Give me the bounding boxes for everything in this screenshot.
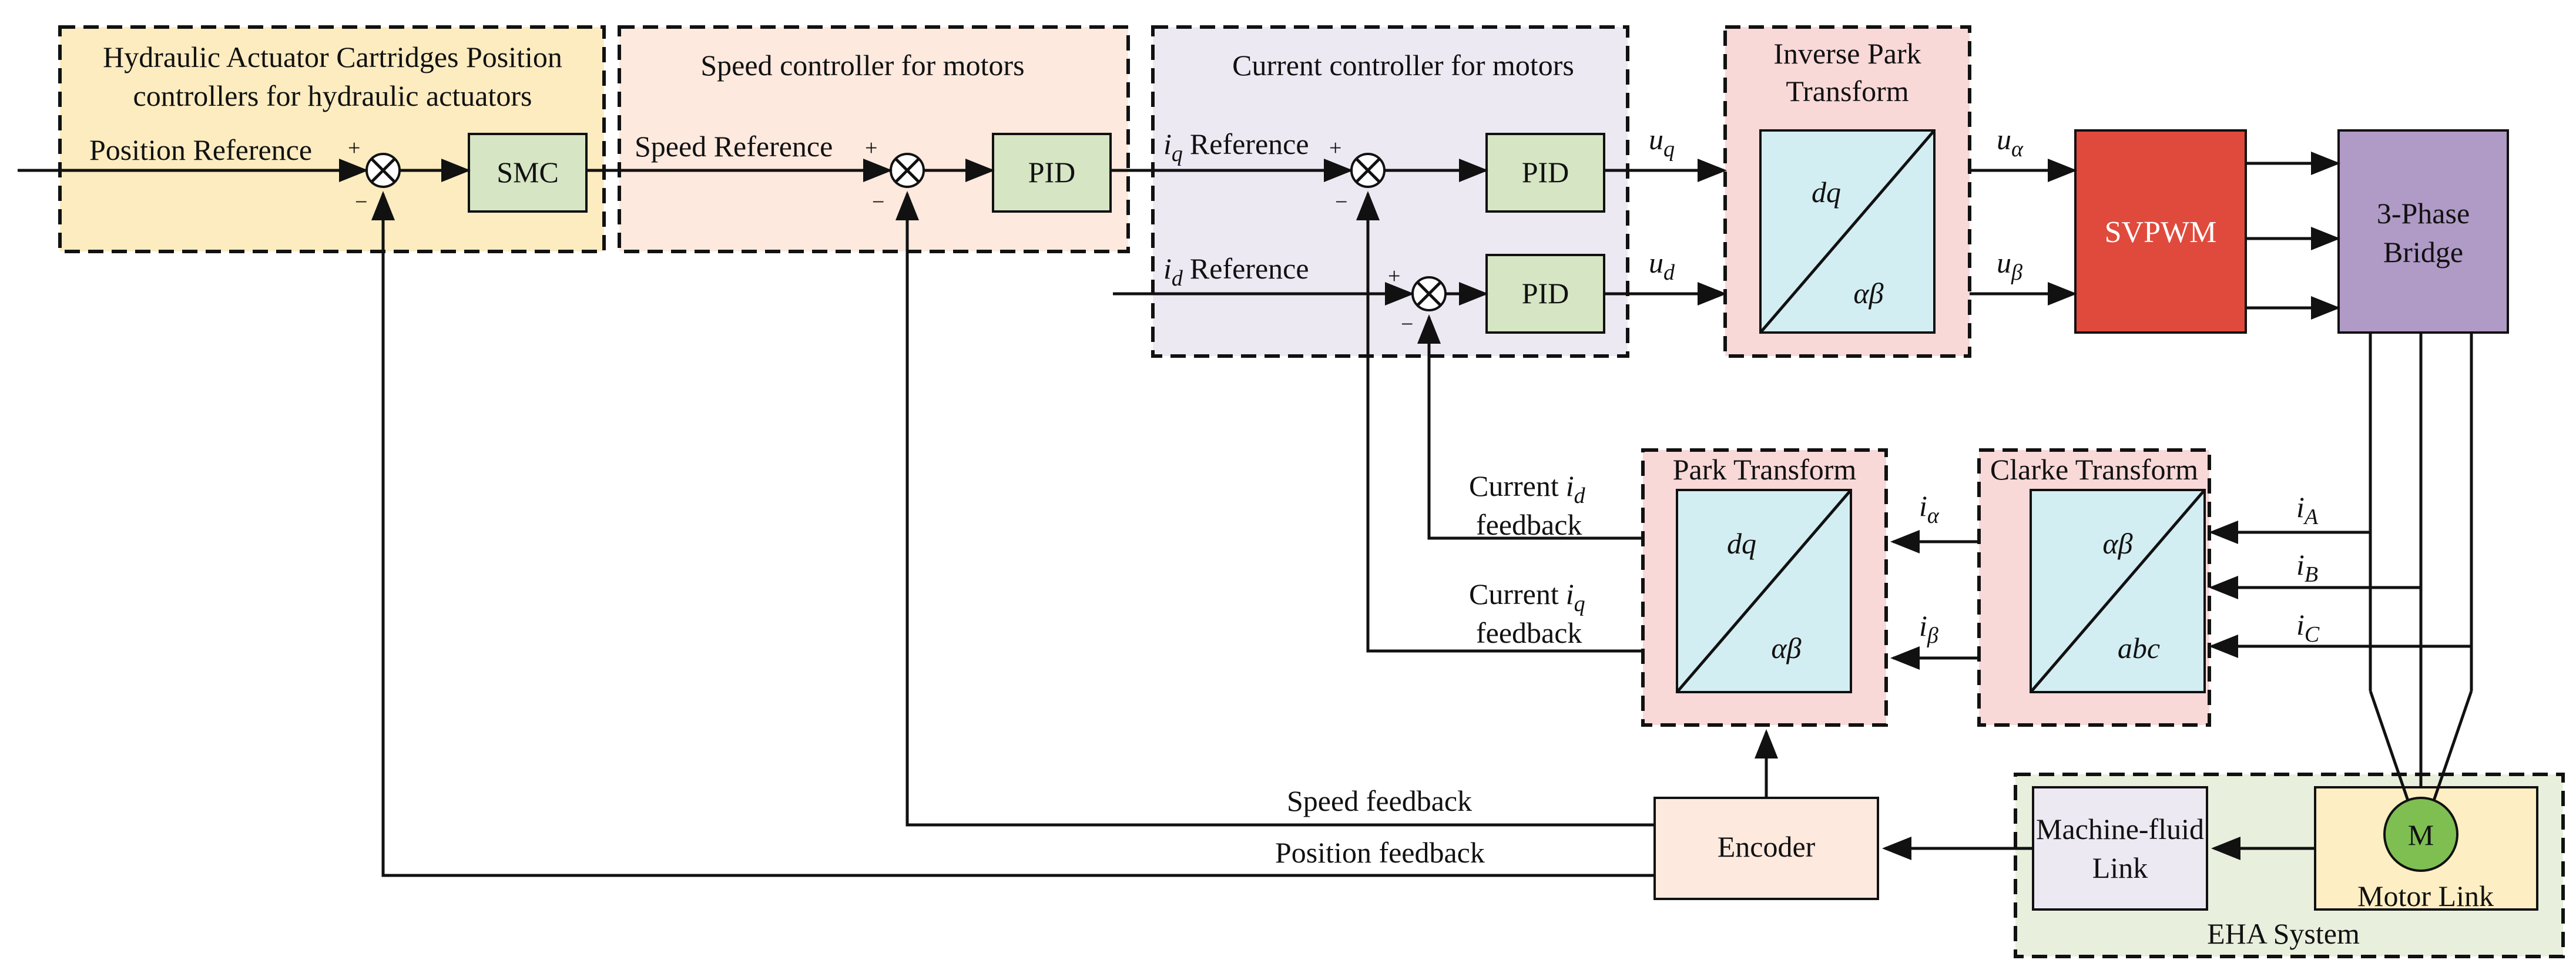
smc-label: SMC	[497, 156, 559, 189]
speed-feedback-line	[895, 191, 1655, 827]
eha-system-title: EHA System	[2207, 917, 2360, 950]
pid-iq-label: PID	[1522, 156, 1569, 189]
sum-junction-id	[1411, 276, 1447, 311]
ibeta-label: iβ	[1919, 609, 1938, 648]
ud-label: ud	[1649, 246, 1675, 285]
sum-junction-speed	[890, 153, 925, 188]
inverse-park-diagonal	[1759, 129, 1936, 334]
position-controller-title-line1: Hydraulic Actuator Cartridges Position	[103, 41, 562, 73]
ialpha-label: iα	[1919, 489, 1940, 528]
mf-link-label-line2: Link	[2092, 851, 2148, 884]
sum-iq-plus: +	[1329, 136, 1341, 160]
inverse-park-title-line1: Inverse Park	[1773, 37, 1921, 70]
uq-label: uq	[1649, 123, 1675, 162]
bridge-label-line1: 3-Phase	[2377, 197, 2470, 230]
id-feedback-line	[1417, 314, 1643, 540]
position-feedback-label: Position feedback	[1275, 836, 1485, 869]
sum-id-minus: −	[1401, 312, 1413, 337]
sum-speed-plus: +	[865, 136, 877, 160]
speed-ref-label: Speed Reference	[635, 130, 833, 163]
iB-label: iB	[2296, 548, 2318, 587]
current-controller-title: Current controller for motors	[1232, 49, 1574, 82]
inverse-park-alphabeta: αβ	[1853, 277, 1883, 310]
ualpha-label: uα	[1997, 123, 2024, 162]
sum-junction-position	[365, 153, 401, 188]
position-feedback-line	[371, 191, 1655, 877]
phase-line-a-to-motor	[2369, 690, 2413, 811]
iC-label: iC	[2296, 608, 2320, 647]
inverse-park-dq: dq	[1812, 176, 1841, 209]
pid-iq-block	[1485, 133, 1605, 213]
bridge-label-line2: Bridge	[2383, 236, 2463, 269]
sum-id-plus: +	[1388, 264, 1400, 288]
pid-speed-label: PID	[1028, 156, 1076, 189]
phase-line-c-to-motor	[2429, 690, 2473, 811]
encoder-label: Encoder	[1718, 830, 1816, 863]
current-iq-feedback-line2: feedback	[1476, 616, 1582, 649]
mf-link-label-line1: Machine-fluid	[2036, 813, 2204, 845]
sum-position-plus: +	[348, 136, 360, 160]
speed-feedback-label: Speed feedback	[1287, 784, 1472, 817]
machine-fluid-link-block	[2032, 786, 2208, 911]
clarke-alphabeta: αβ	[2102, 527, 2132, 560]
position-ref-label: Position Reference	[89, 133, 312, 166]
iA-label: iA	[2296, 491, 2319, 529]
pid-speed-block	[992, 133, 1112, 213]
motor-circle	[2383, 797, 2458, 872]
clarke-abc: abc	[2118, 632, 2160, 664]
speed-controller-title: Speed controller for motors	[700, 49, 1024, 82]
svpwm-label: SVPWM	[2105, 216, 2217, 249]
position-controller-title-line2: controllers for hydraulic actuators	[133, 79, 532, 112]
smc-block	[468, 133, 588, 213]
clarke-transform-title: Clarke Transform	[1990, 453, 2198, 486]
park-transform-diagonal	[1676, 489, 1852, 693]
park-dq: dq	[1727, 527, 1756, 560]
three-phase-bridge-block	[2337, 129, 2509, 334]
clarke-transform-diagonal	[2030, 489, 2206, 693]
sum-iq-minus: −	[1335, 190, 1347, 214]
current-id-feedback-line2: feedback	[1476, 508, 1582, 541]
motor-label: M	[2408, 818, 2434, 851]
sum-speed-minus: −	[872, 190, 884, 214]
svpwm-block	[2074, 129, 2247, 334]
ubeta-label: uβ	[1997, 246, 2022, 285]
sum-position-minus: −	[355, 190, 367, 214]
pid-id-label: PID	[1522, 277, 1569, 310]
iq-feedback-line	[1356, 191, 1643, 653]
park-transform-title: Park Transform	[1673, 453, 1857, 486]
inverse-park-title-line2: Transform	[1786, 75, 1908, 108]
park-alphabeta: αβ	[1771, 632, 1801, 664]
motor-link-label: Motor Link	[2357, 880, 2494, 912]
sum-junction-iq	[1350, 153, 1386, 188]
